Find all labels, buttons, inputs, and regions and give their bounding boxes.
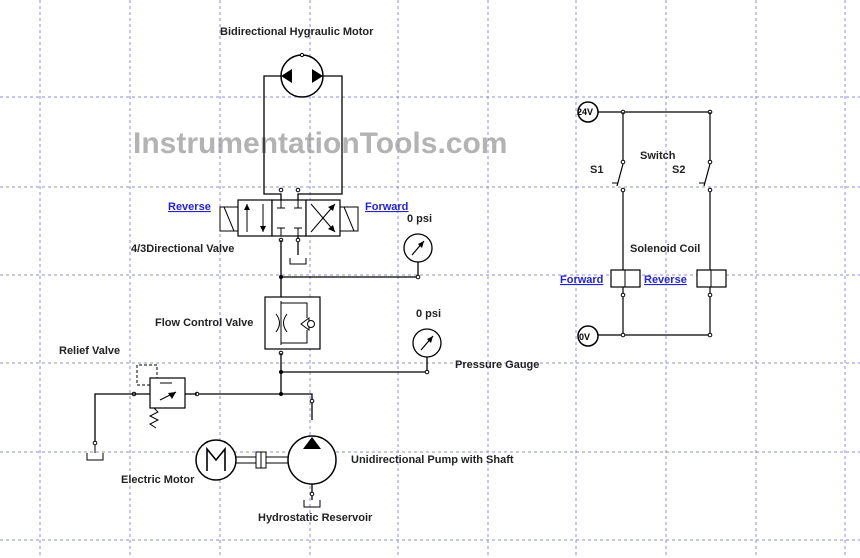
reservoir-symbol [303, 500, 321, 508]
hydraulic-pump[interactable] [287, 435, 337, 485]
upper-gauge-reading: 0 psi [407, 213, 432, 225]
lower-gauge-port [424, 369, 430, 375]
relief-valve-label: Relief Valve [59, 345, 120, 357]
reservoir-label: Hydrostatic Reservoir [258, 512, 373, 524]
lower-pressure-gauge[interactable] [412, 328, 442, 358]
supply-label: 24V [577, 107, 593, 117]
electric-motor-label: Electric Motor [121, 474, 195, 486]
flow-control-valve[interactable] [264, 296, 321, 350]
watermark-text: InstrumentationTools.com [133, 127, 507, 160]
pump-pressure-line [197, 393, 313, 420]
dcv-forward-link[interactable]: Forward [365, 201, 408, 213]
junction-upper [279, 275, 283, 279]
switch-s1[interactable] [612, 159, 626, 193]
ground-label: 0V [579, 332, 590, 342]
pressure-gauge-label: Pressure Gauge [455, 359, 539, 371]
motor-label: Bidirectional Hygraulic Motor [220, 26, 374, 38]
motor-line-b [297, 75, 343, 200]
switch-s2[interactable] [699, 159, 713, 193]
upper-pressure-gauge[interactable] [403, 233, 433, 263]
solenoid-coil-label: Solenoid Coil [630, 243, 700, 255]
shaft-coupling [234, 451, 288, 469]
dcv-reverse-link[interactable]: Reverse [168, 201, 211, 213]
junction-lower [279, 370, 283, 374]
solenoid-coil-reverse[interactable] [696, 269, 727, 288]
coil-forward-link[interactable]: Forward [560, 274, 603, 286]
relief-valve[interactable] [136, 364, 186, 429]
lower-gauge-reading: 0 psi [416, 308, 441, 320]
relief-drain-line [94, 393, 150, 443]
directional-valve-label: 4/3Directional Valve [131, 243, 234, 255]
relief-tank-symbol [86, 453, 104, 461]
pump-label: Unidirectional Pump with Shaft [351, 454, 514, 466]
port-b [295, 187, 301, 193]
upper-gauge-port [415, 274, 421, 280]
flow-control-label: Flow Control Valve [155, 317, 253, 329]
drain-port [92, 440, 98, 446]
port-t [295, 237, 301, 243]
port-a [278, 187, 284, 193]
valve-tank-symbol [289, 258, 307, 265]
bidirectional-motor[interactable] [280, 52, 324, 98]
motor-line-a [263, 75, 282, 200]
ground-node [577, 325, 599, 347]
electrical-circuit: 24V [577, 101, 727, 347]
lower-gauge-line [281, 357, 428, 373]
s2-label: S2 [672, 164, 685, 176]
coil-reverse-link[interactable]: Reverse [644, 274, 687, 286]
suction-port [309, 491, 315, 497]
directional-valve[interactable] [219, 199, 359, 237]
junction-pump [279, 392, 283, 396]
s1-label: S1 [590, 164, 603, 176]
solenoid-coil-forward[interactable] [610, 269, 641, 288]
pump-out-port [309, 398, 315, 404]
electric-motor[interactable] [195, 439, 237, 481]
switch-label: Switch [640, 150, 676, 162]
